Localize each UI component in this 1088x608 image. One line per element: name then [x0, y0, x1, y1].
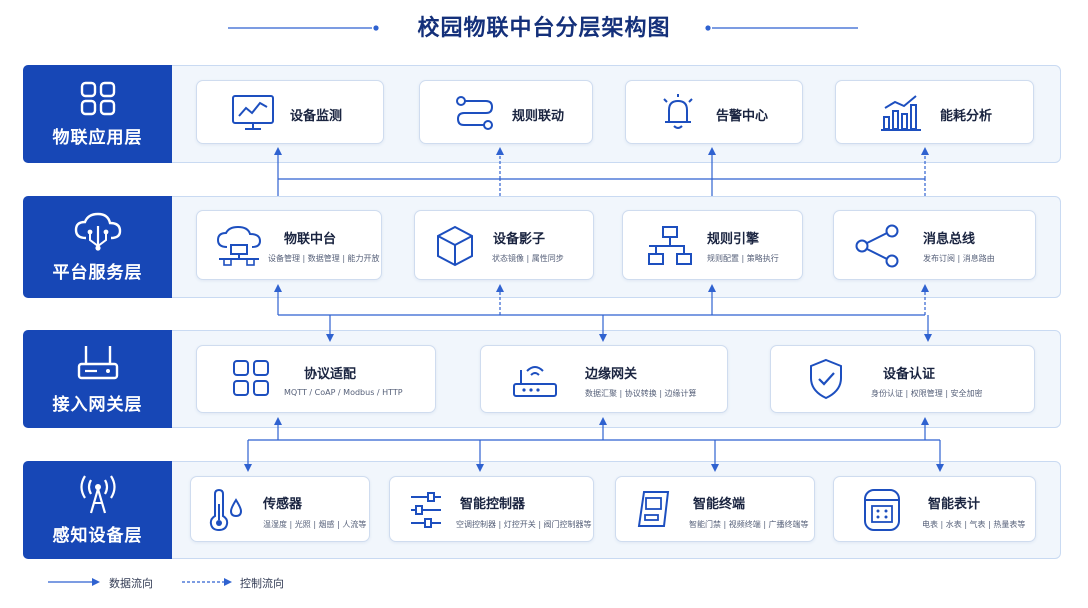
card-alarm-center[interactable]: 告警中心 [625, 80, 803, 144]
router-icon [77, 345, 118, 379]
title-decoration [228, 25, 858, 31]
grid-icon [80, 81, 115, 115]
layer-name: 感知设备层 [52, 525, 143, 546]
card-energy-analysis[interactable]: 能耗分析 [835, 80, 1034, 144]
card-title: 规则联动 [512, 109, 565, 124]
card-title: 智能表计 [928, 497, 981, 512]
card-subtitle: 状态镜像 | 属性同步 [492, 254, 564, 263]
flow-route-icon [456, 96, 494, 130]
card-subtitle: 发布订阅 | 消息路由 [923, 254, 995, 263]
card-title: 传感器 [263, 497, 303, 512]
card-device-authentication[interactable]: 设备认证 身份认证 | 权限管理 | 安全加密 [770, 345, 1035, 413]
shield-check-icon [810, 358, 842, 400]
card-subtitle: MQTT / CoAP / Modbus / HTTP [284, 388, 403, 397]
cloud-server-icon [216, 225, 262, 266]
card-message-bus[interactable]: 消息总线 发布订阅 | 消息路由 [833, 210, 1036, 280]
card-title: 智能控制器 [460, 497, 526, 512]
flowchart-icon [648, 226, 692, 265]
terminal-icon [637, 491, 670, 527]
card-rule-engine[interactable]: 规则引擎 规则配置 | 策略执行 [622, 210, 803, 280]
card-protocol-adaptation[interactable]: 协议适配 MQTT / CoAP / Modbus / HTTP [196, 345, 436, 413]
layer-gateway-label: 接入网关层 [23, 330, 172, 428]
card-subtitle: 身份认证 | 权限管理 | 安全加密 [871, 389, 983, 398]
card-smart-terminal[interactable]: 智能终端 智能门禁 | 视频终端 | 广播终端等 [615, 476, 815, 542]
card-subtitle: 设备管理 | 数据管理 | 能力开放 [268, 254, 380, 263]
thermometer-icon [209, 488, 243, 532]
card-sensor[interactable]: 传感器 温湿度 | 光照 | 烟感 | 人流等 [190, 476, 370, 542]
layer-name: 物联应用层 [52, 127, 143, 148]
card-edge-gateway[interactable]: 边缘网关 数据汇聚 | 协议转换 | 边缘计算 [480, 345, 728, 413]
card-subtitle: 数据汇聚 | 协议转换 | 边缘计算 [585, 389, 697, 398]
card-title: 设备影子 [493, 232, 546, 247]
card-title: 能耗分析 [940, 109, 993, 124]
card-title: 协议适配 [304, 367, 357, 382]
cube-icon [437, 225, 473, 267]
card-subtitle: 电表 | 水表 | 气表 | 热量表等 [922, 520, 1026, 529]
monitor-chart-icon [232, 95, 274, 130]
card-subtitle: 规则配置 | 策略执行 [707, 254, 779, 263]
card-smart-controller[interactable]: 智能控制器 空调控制器 | 灯控开关 | 阀门控制器等 [389, 476, 594, 542]
layer-platform-label: 平台服务层 [23, 196, 172, 298]
legend-control-flow: 控制流向 [240, 577, 284, 590]
card-device-shadow[interactable]: 设备影子 状态镜像 | 属性同步 [414, 210, 594, 280]
bar-trend-icon [881, 95, 921, 131]
page-title: 校园物联中台分层架构图 [417, 16, 671, 41]
card-iot-platform[interactable]: 物联中台 设备管理 | 数据管理 | 能力开放 [196, 210, 382, 280]
legend-data-flow: 数据流向 [109, 577, 153, 590]
card-device-monitoring[interactable]: 设备监测 [196, 80, 384, 144]
card-title: 智能终端 [693, 497, 746, 512]
card-subtitle: 温湿度 | 光照 | 烟感 | 人流等 [263, 520, 367, 529]
card-subtitle: 空调控制器 | 灯控开关 | 阀门控制器等 [456, 520, 592, 529]
layer-application-label: 物联应用层 [23, 65, 172, 163]
layer-name: 平台服务层 [52, 262, 143, 283]
card-title: 物联中台 [284, 232, 337, 247]
sliders-icon [411, 492, 441, 528]
card-title: 边缘网关 [585, 367, 638, 382]
wifi-router-icon [513, 366, 557, 397]
alarm-bell-icon [663, 94, 693, 129]
card-subtitle: 智能门禁 | 视频终端 | 广播终端等 [689, 520, 809, 529]
card-title: 设备监测 [290, 109, 343, 124]
card-title: 告警中心 [716, 109, 769, 124]
meter-icon [864, 489, 900, 531]
layer-name: 接入网关层 [52, 394, 143, 415]
card-smart-meter[interactable]: 智能表计 电表 | 水表 | 气表 | 热量表等 [833, 476, 1036, 542]
layer-device-label: 感知设备层 [23, 461, 172, 559]
cloud-network-icon [74, 212, 121, 251]
blocks-icon [233, 360, 269, 396]
share-nodes-icon [855, 224, 899, 268]
card-title: 设备认证 [883, 367, 936, 382]
card-title: 规则引擎 [707, 232, 760, 247]
card-title: 消息总线 [923, 232, 976, 247]
signal-tower-icon [79, 474, 116, 513]
card-rule-linkage[interactable]: 规则联动 [419, 80, 593, 144]
